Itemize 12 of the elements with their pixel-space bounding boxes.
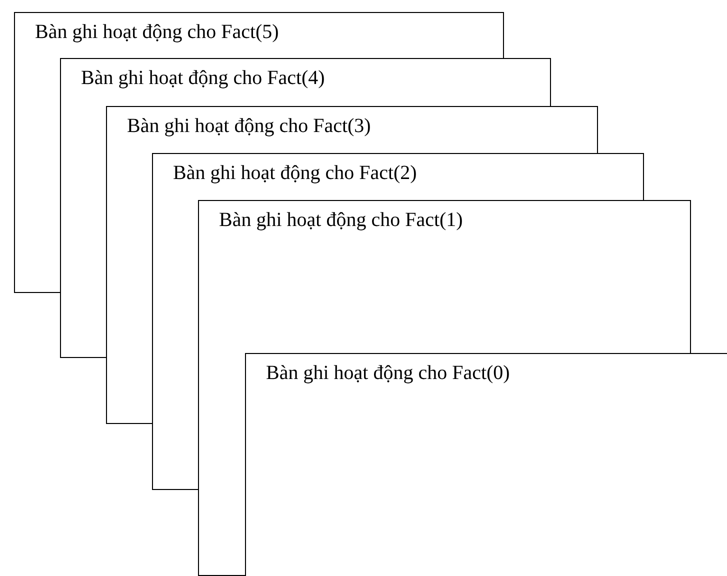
- record-title: Bàn ghi hoạt động cho Fact(2): [173, 162, 417, 185]
- record-box: [106, 106, 598, 153]
- record-title: Bàn ghi hoạt động cho Fact(1): [219, 209, 463, 232]
- record-box: [60, 58, 551, 106]
- record-title: Bàn ghi hoạt động cho Fact(0): [266, 362, 510, 385]
- record-box: [152, 153, 644, 200]
- record-title: Bàn ghi hoạt động cho Fact(3): [127, 115, 371, 138]
- record-title: Bàn ghi hoạt động cho Fact(5): [35, 21, 279, 44]
- record-title: Bàn ghi hoạt động cho Fact(4): [81, 67, 325, 90]
- record-box: [245, 353, 727, 576]
- record-box: [198, 200, 691, 353]
- record-box: [14, 12, 504, 58]
